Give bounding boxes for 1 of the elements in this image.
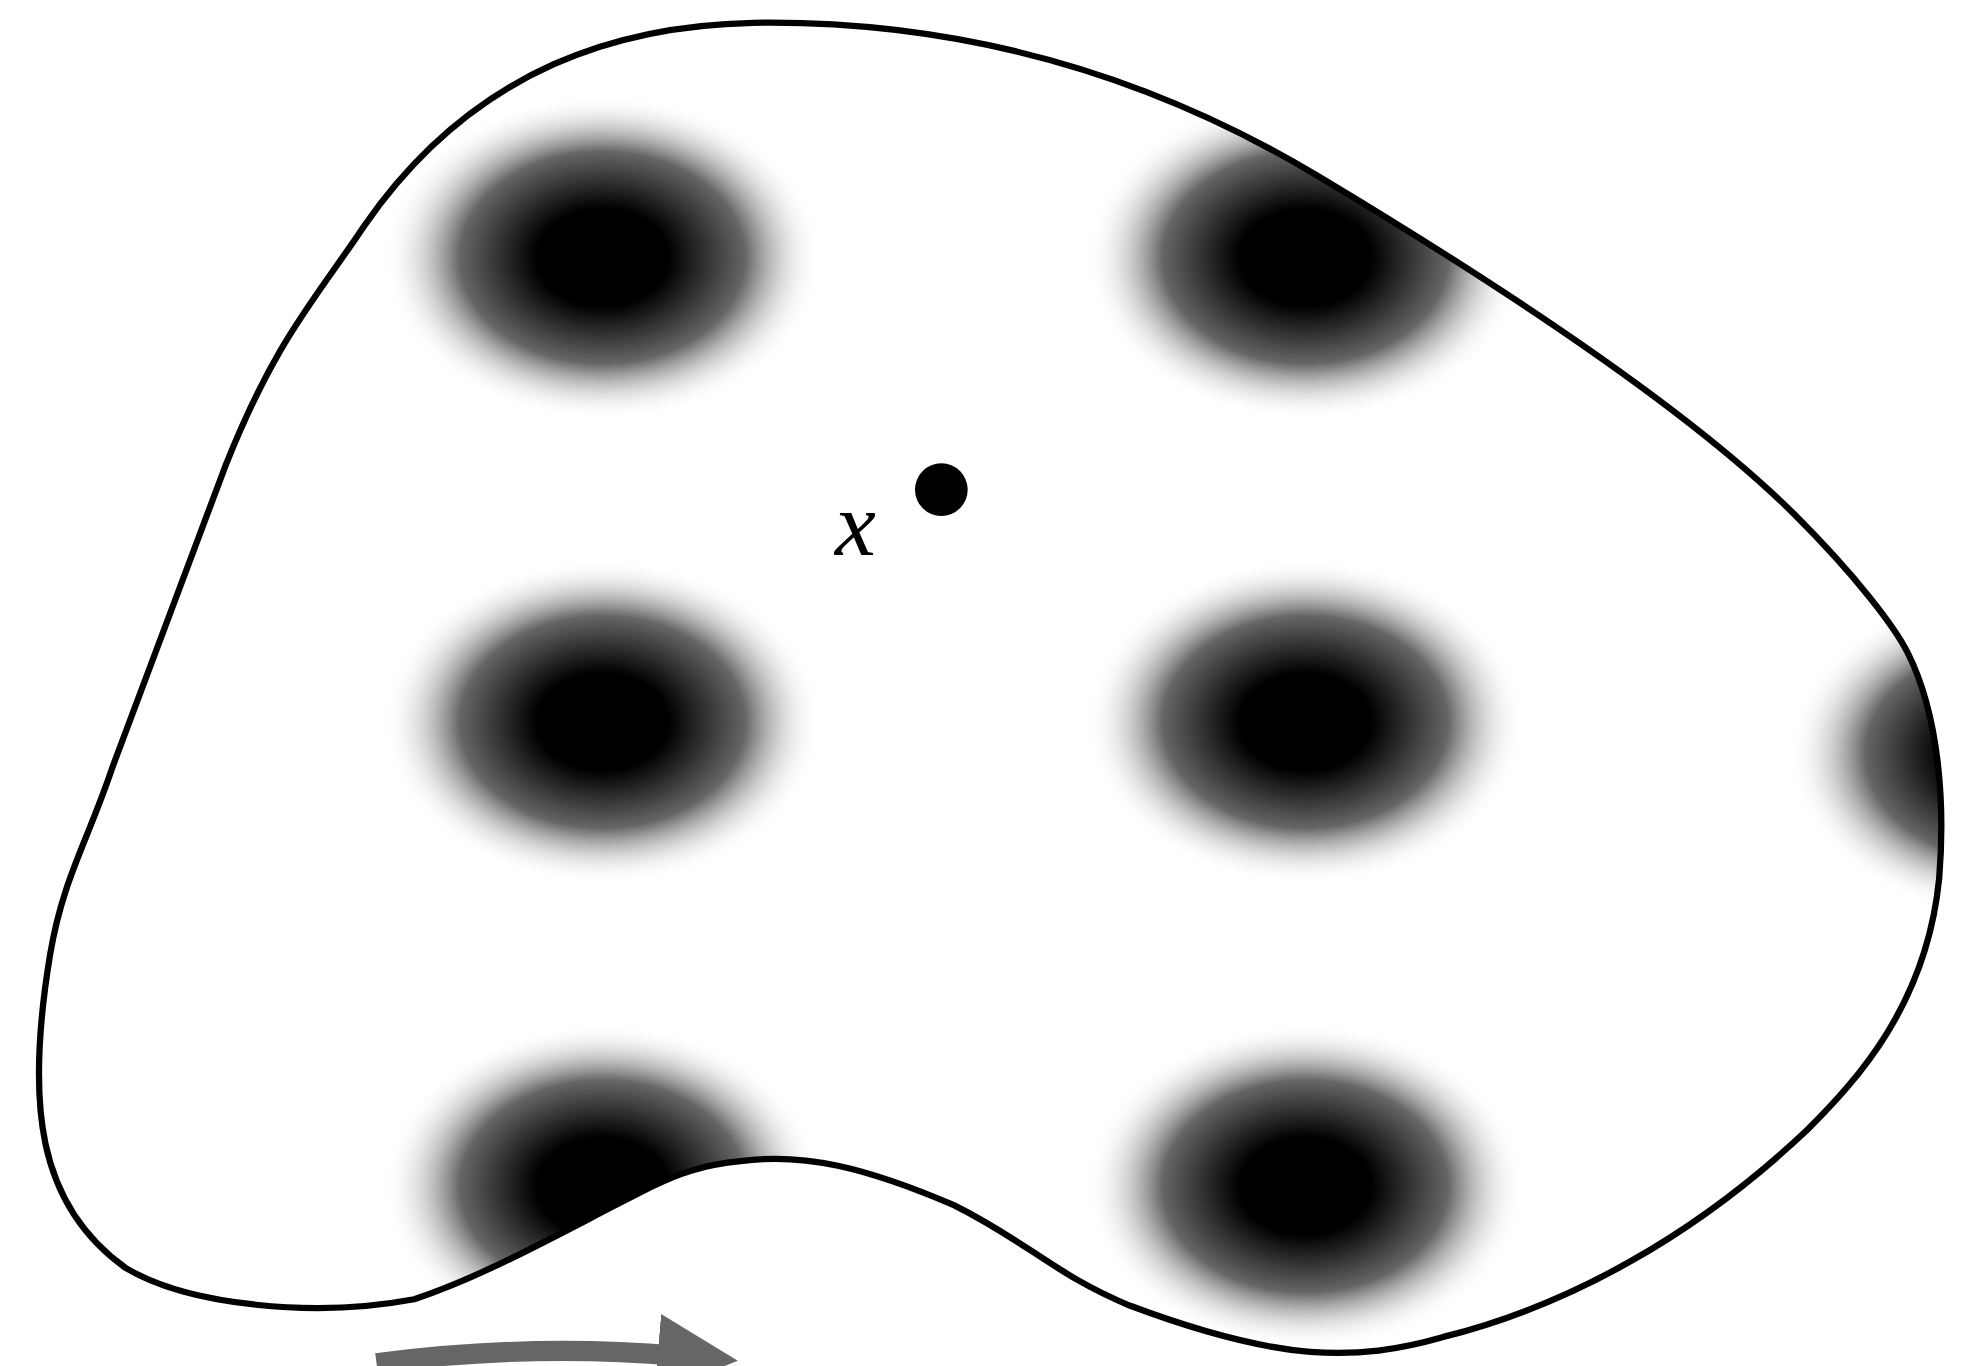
variable-label: x [835, 478, 876, 570]
